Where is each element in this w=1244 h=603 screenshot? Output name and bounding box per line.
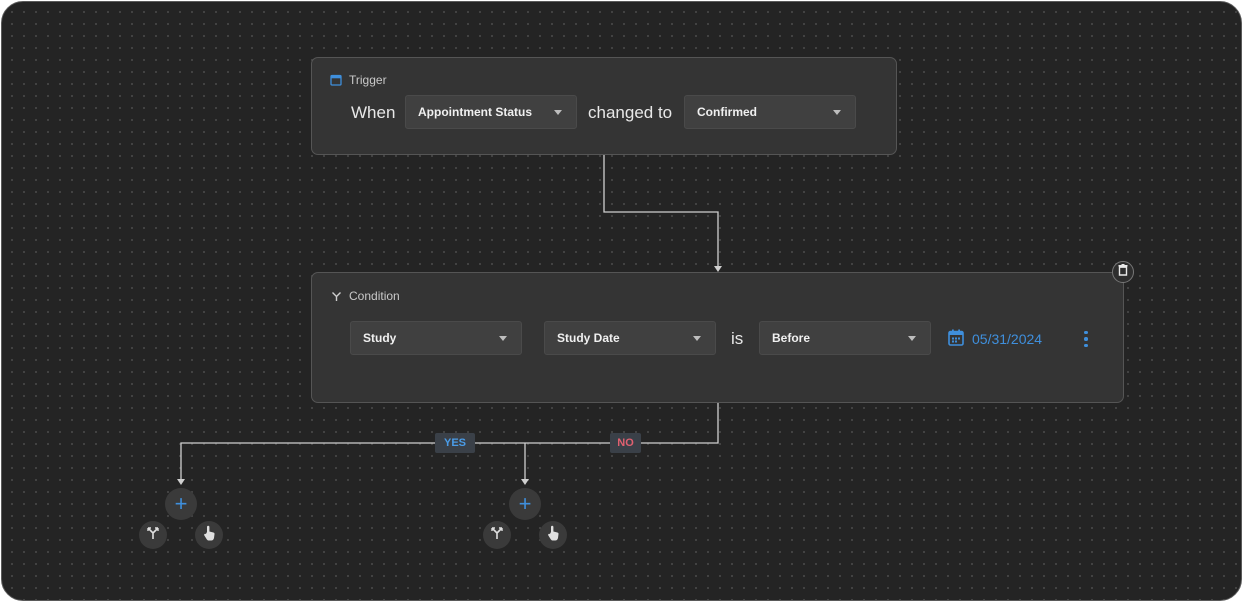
branch-icon [331, 291, 342, 302]
yes-branch-label: YES [435, 433, 475, 453]
trigger-title: Trigger [349, 73, 387, 87]
no-add-action-button[interactable] [539, 521, 567, 549]
delete-condition-button[interactable] [1112, 261, 1134, 283]
condition-operator-select[interactable]: Before [759, 321, 931, 355]
branch-icon [490, 526, 504, 545]
more-options-icon[interactable] [1078, 328, 1094, 350]
chevron-down-icon [908, 336, 916, 341]
arrow-head [521, 479, 529, 485]
changed-to-label: changed to [588, 103, 673, 122]
trigger-header: Trigger [330, 73, 387, 87]
trigger-value-text: Confirmed [697, 105, 757, 119]
chevron-down-icon [554, 110, 562, 115]
condition-header: Condition [331, 289, 400, 303]
plus-icon: + [174, 491, 188, 516]
chevron-down-icon [833, 110, 841, 115]
condition-entity-value: Study [363, 331, 397, 345]
pointer-hand-icon [546, 525, 560, 546]
arrow-head [714, 266, 722, 272]
branch-icon [146, 526, 160, 545]
no-branch-label: NO [610, 433, 641, 453]
trigger-field-value: Appointment Status [418, 105, 532, 119]
chevron-down-icon [693, 336, 701, 341]
condition-field-select[interactable]: Study Date [544, 321, 716, 355]
arrow-head [177, 479, 185, 485]
trash-icon [1118, 263, 1128, 281]
trigger-card[interactable]: Trigger When Appointment Status changed … [311, 57, 897, 155]
yes-add-step-button[interactable]: + [165, 488, 197, 520]
no-add-step-button[interactable]: + [509, 488, 541, 520]
calendar-icon [948, 329, 964, 349]
trigger-field-select[interactable]: Appointment Status [405, 95, 577, 129]
condition-title: Condition [349, 289, 400, 303]
condition-operator-value: Before [772, 331, 811, 345]
chevron-down-icon [499, 336, 507, 341]
plus-icon: + [518, 491, 532, 516]
condition-field-value: Study Date [557, 331, 620, 345]
trigger-to-condition-line [603, 155, 719, 266]
no-add-condition-button[interactable] [483, 521, 511, 549]
calendar-icon [330, 74, 342, 86]
condition-card[interactable]: Condition Study Study Date is Before [311, 272, 1124, 403]
when-label: When [351, 103, 396, 122]
condition-entity-select[interactable]: Study [350, 321, 522, 355]
yes-add-condition-button[interactable] [139, 521, 167, 549]
trigger-value-select[interactable]: Confirmed [684, 95, 856, 129]
condition-date-value: 05/31/2024 [972, 331, 1043, 347]
yes-add-action-button[interactable] [195, 521, 223, 549]
is-label: is [731, 329, 744, 348]
pointer-hand-icon [202, 525, 216, 546]
condition-date-field[interactable]: 05/31/2024 [948, 329, 1042, 349]
